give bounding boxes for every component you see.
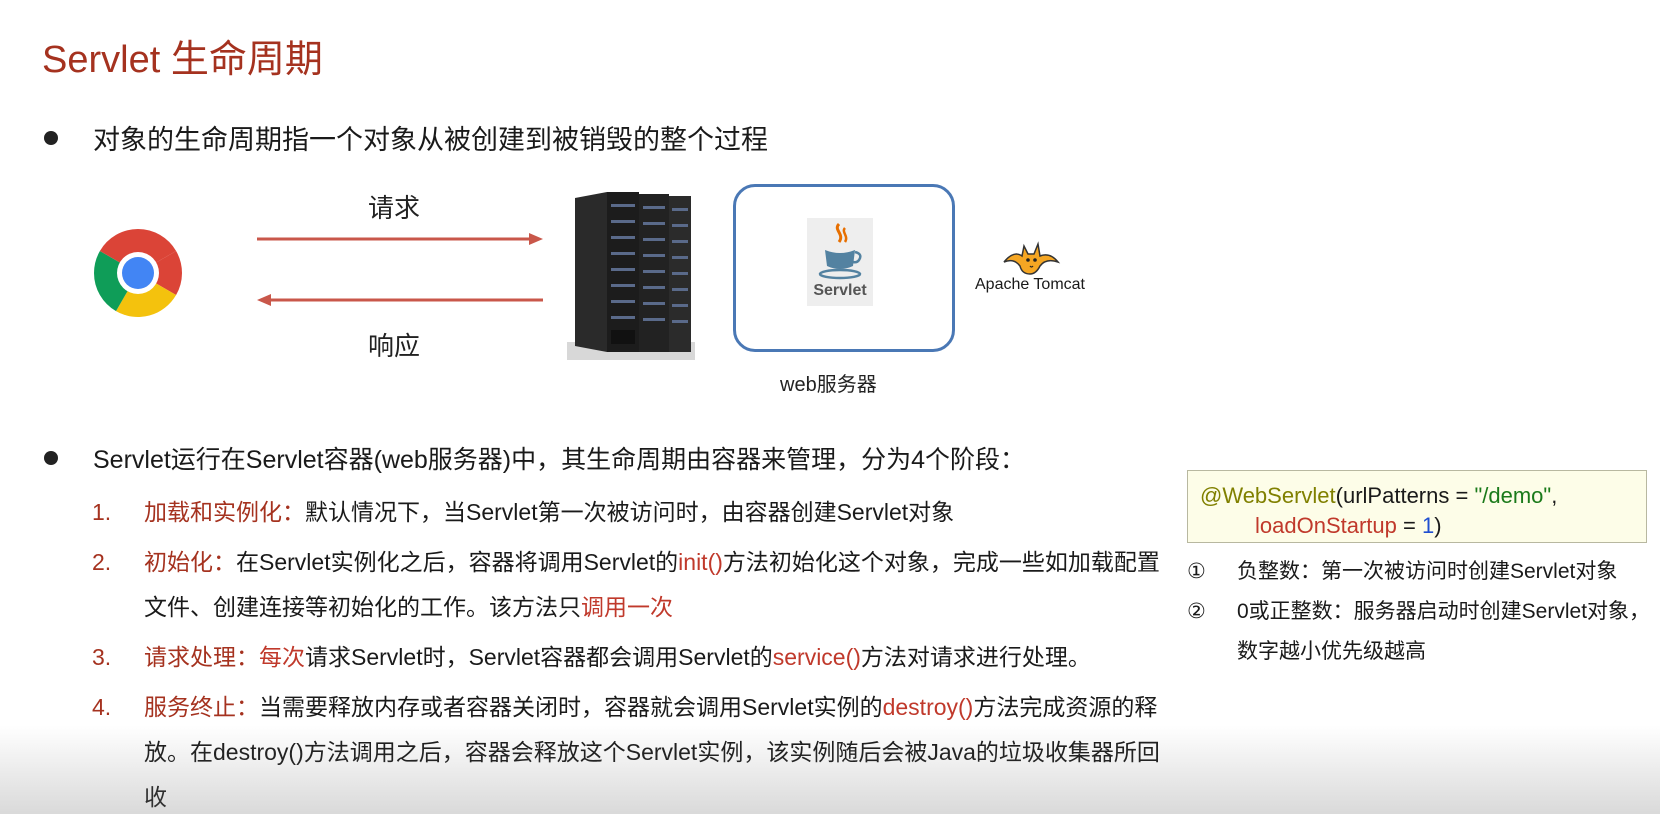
step-text: 方法初始化这个对象，完成一些如加载配置文件、创建连接等初始化的工作。该方法只: [144, 549, 1160, 620]
bullet-lifecycle-definition: 对象的生命周期指一个对象从被创建到被销毁的整个过程: [93, 125, 768, 155]
url-patterns-key: urlPatterns: [1342, 483, 1450, 508]
bullet-dot: [44, 131, 58, 145]
webservlet-code-box: @WebServlet(urlPatterns = "/demo", loadO…: [1187, 470, 1647, 543]
load-on-startup-value: 1: [1421, 513, 1435, 538]
note-text: 负整数：第一次被访问时创建Servlet对象: [1237, 560, 1618, 583]
response-arrow: [255, 291, 545, 309]
step-title: 服务终止：: [144, 694, 259, 720]
request-label: 请求: [368, 193, 421, 223]
code-line-1: @WebServlet(urlPatterns = "/demo",: [1200, 481, 1634, 511]
step-number: 4.: [92, 694, 112, 720]
servlet-logo-text: Servlet: [813, 282, 867, 299]
step-number: 1.: [92, 499, 112, 525]
server-rack-icon: [567, 192, 695, 360]
load-on-startup-key: loadOnStartup: [1255, 513, 1397, 538]
step-destroy: 4. 服务终止：当需要释放内存或者容器关闭时，容器就会调用Servlet实例的d…: [92, 685, 1172, 820]
web-server-box: [733, 184, 955, 352]
equals: =: [1396, 513, 1422, 538]
url-patterns-value: "/demo": [1474, 483, 1552, 508]
step-number: 2.: [92, 549, 112, 575]
destroy-method: destroy(): [882, 694, 974, 720]
note-text: 0或正整数：服务器启动时创建Servlet对象，数字越小优先级越高: [1237, 600, 1651, 663]
step-title: 初始化：: [144, 549, 236, 575]
step-text: 默认情况下，当Servlet第一次被访问时，由容器创建Servlet对象: [305, 499, 955, 525]
servlet-logo: Servlet: [807, 218, 873, 306]
comma: ,: [1551, 483, 1558, 508]
chrome-icon: [92, 227, 184, 319]
step-title: 加载和实例化：: [144, 499, 305, 525]
init-method: init(): [678, 549, 723, 575]
request-arrow: [255, 230, 545, 248]
bullet-servlet-container: Servlet运行在Servlet容器(web服务器)中，其生命周期由容器来管理…: [93, 446, 1026, 474]
call-once-highlight: 调用一次: [581, 594, 673, 620]
step-text: 方法对请求进行处理。: [860, 644, 1091, 670]
step-load-instantiate: 1. 加载和实例化：默认情况下，当Servlet第一次被访问时，由容器创建Ser…: [92, 490, 1172, 535]
response-label: 响应: [368, 331, 421, 361]
bullet-dot: [44, 451, 58, 465]
note-number: ②: [1187, 600, 1206, 623]
step-title: 请求处理：: [144, 644, 259, 670]
paren: ): [1434, 513, 1442, 538]
note-number: ①: [1187, 560, 1206, 583]
paren: (: [1335, 483, 1343, 508]
java-cup-icon: [818, 222, 862, 280]
step-text: 在Servlet实例化之后，容器将调用Servlet的: [236, 549, 679, 575]
step-request-handling: 3. 请求处理：每次请求Servlet时，Servlet容器都会调用Servle…: [92, 635, 1172, 680]
lifecycle-steps: 1. 加载和实例化：默认情况下，当Servlet第一次被访问时，由容器创建Ser…: [92, 490, 1172, 825]
step-text: 请求Servlet时，Servlet容器都会调用Servlet的: [305, 644, 773, 670]
web-server-label: web服务器: [780, 374, 877, 396]
step-initialize: 2. 初始化：在Servlet实例化之后，容器将调用Servlet的init()…: [92, 540, 1172, 630]
every-time-highlight: 每次: [259, 644, 305, 670]
service-method: service(): [772, 644, 861, 670]
step-text: 方法完成资源的释放。在destroy()方法调用之后，容器会释放这个Servle…: [144, 694, 1160, 810]
code-line-2: loadOnStartup = 1): [1200, 511, 1634, 541]
tomcat-logo-icon: [1000, 232, 1062, 276]
note-negative: ① 负整数：第一次被访问时创建Servlet对象: [1187, 552, 1652, 592]
annotation-name: @WebServlet: [1200, 483, 1336, 508]
step-text: 当需要释放内存或者容器关闭时，容器就会调用Servlet实例的: [259, 694, 883, 720]
load-on-startup-notes: ① 负整数：第一次被访问时创建Servlet对象 ② 0或正整数：服务器启动时创…: [1187, 552, 1652, 672]
step-number: 3.: [92, 644, 112, 670]
equals: =: [1449, 483, 1475, 508]
note-non-negative: ② 0或正整数：服务器启动时创建Servlet对象，数字越小优先级越高: [1187, 592, 1652, 672]
slide-title: Servlet 生命周期: [42, 39, 323, 81]
apache-tomcat-label: Apache Tomcat: [975, 276, 1085, 293]
